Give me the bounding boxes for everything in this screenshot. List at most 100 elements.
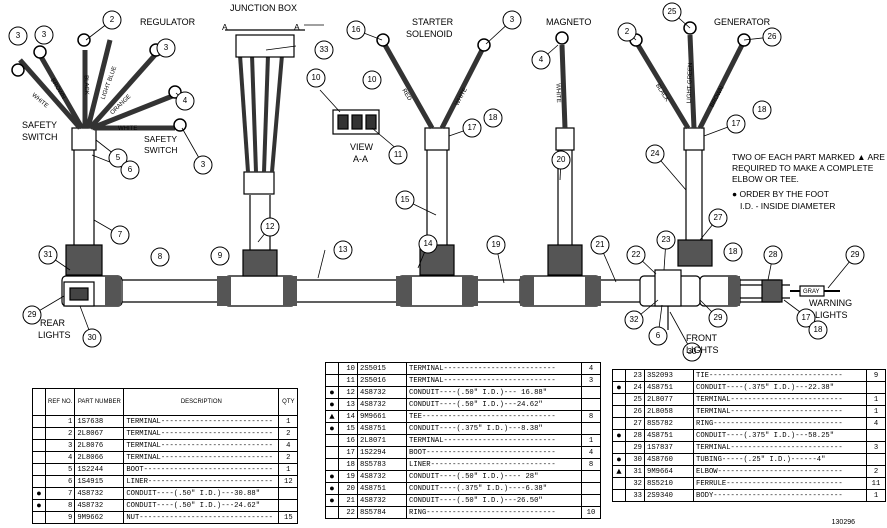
callout-circle [656,230,676,250]
part-number-cell: 3S2093 [644,369,694,382]
description-cell: CONDUIT----(.375" I.D.)---8.38" [406,422,582,435]
ref-no-cell: 11 [338,374,358,387]
qty-cell: 12 [278,475,299,488]
callout-number: 17 [801,313,811,322]
ref-no-cell: 1 [44,415,76,428]
part-number-cell: 4S8732 [357,494,407,507]
callout-number: 9 [217,251,223,260]
description-cell: TERMINAL-------------------------- [123,439,280,452]
qty-cell [866,453,886,466]
qty-cell [581,470,601,483]
callout-circle [624,310,644,330]
row-mark: ▲ [325,410,339,423]
callout-number: 18 [728,247,738,256]
description-cell: LINER----------------------------- [123,475,280,488]
callout-circle [483,108,503,128]
callout-circle [110,225,130,245]
generator-label: GENERATOR [714,17,771,27]
ref-no-cell: 26 [625,405,645,418]
part-number-cell: 8S5782 [644,417,694,430]
callout-number: 20 [556,155,566,164]
callout-circle [708,308,728,328]
description-cell: TERMINAL-------------------------- [123,427,280,440]
row-mark [612,489,626,502]
ref-no-cell: 21 [338,494,358,507]
ref-no-cell: 20 [338,482,358,495]
qty-cell [278,487,299,500]
ref-no-cell: 8 [44,499,76,512]
ref-no-cell: 30 [625,453,645,466]
callout-number: 17 [467,123,477,132]
part-number-cell: 4S8760 [644,453,694,466]
ref-no-cell: 4 [44,451,76,464]
wire-gray-label: GRAY [803,289,820,295]
ref-no-cell: 28 [625,429,645,442]
junction-box-body [225,29,305,58]
callout-number: 4 [538,55,544,64]
callout-number: 26 [767,32,777,41]
part-number-cell: 2S5016 [357,374,407,387]
part-number-cell: 4S8751 [644,381,694,394]
part-number-cell: 4S8732 [357,470,407,483]
part-number-cell: 2S5015 [357,362,407,375]
qty-cell: 1 [866,489,886,502]
part-number-cell: 9M9662 [74,511,125,524]
starter-label-line2: SOLENOID [406,29,453,39]
callout-circle [314,40,334,60]
row-mark: ● [32,499,46,512]
part-number-cell: 9M9661 [357,410,407,423]
ref-no-cell: 33 [625,489,645,502]
callout-circle [362,70,382,90]
table-header-row: REF NO. PART NUMBER DESCRIPTION QTY [32,388,299,416]
junction-box-wires [238,54,284,173]
row-mark: ● [325,386,339,399]
description-cell: ELBOW----------------------------- [693,465,867,478]
note-line-3: ELBOW OR TEE. [732,174,799,184]
description-cell: CONDUIT----(.375" I.D.)---22.38" [693,381,867,394]
callout-number: 17 [731,119,741,128]
section-a-left-label: A [222,22,228,32]
callout-circle [763,245,783,265]
row-mark [325,446,339,459]
view-label: VIEW [350,142,374,152]
row-mark [612,477,626,490]
note-line-2: REQUIRED TO MAKE A COMPLETE [732,163,874,173]
row-mark [32,511,46,524]
callout-circle [662,2,682,22]
description-cell: BOOT------------------------------ [406,446,582,459]
callout-number: 32 [629,315,639,324]
description-cell: CONDUIT----(.375" I.D.)---58.25" [693,429,867,442]
qty-cell [278,499,299,512]
row-mark [325,506,339,519]
description-cell: CONDUIT----(.50" I.D.)---26.50" [406,494,582,507]
wire-light-green-label: LIGHT GREEN [686,62,694,104]
callout-circle [102,10,122,30]
callout-circle [156,38,176,58]
callout-number: 7 [117,230,123,239]
rear-lights-label-1: REAR [40,318,66,328]
front-lights-label-1: FRONT [686,333,717,343]
row-mark [32,463,46,476]
qty-cell: 10 [581,506,601,519]
qty-cell: 4 [866,417,886,430]
description-cell: BOOT------------------------------ [123,463,280,476]
view-aa-label: A-A [353,154,369,164]
callout-number: 30 [687,347,697,356]
ref-no-cell: 22 [338,506,358,519]
callout-number: 27 [713,213,723,222]
